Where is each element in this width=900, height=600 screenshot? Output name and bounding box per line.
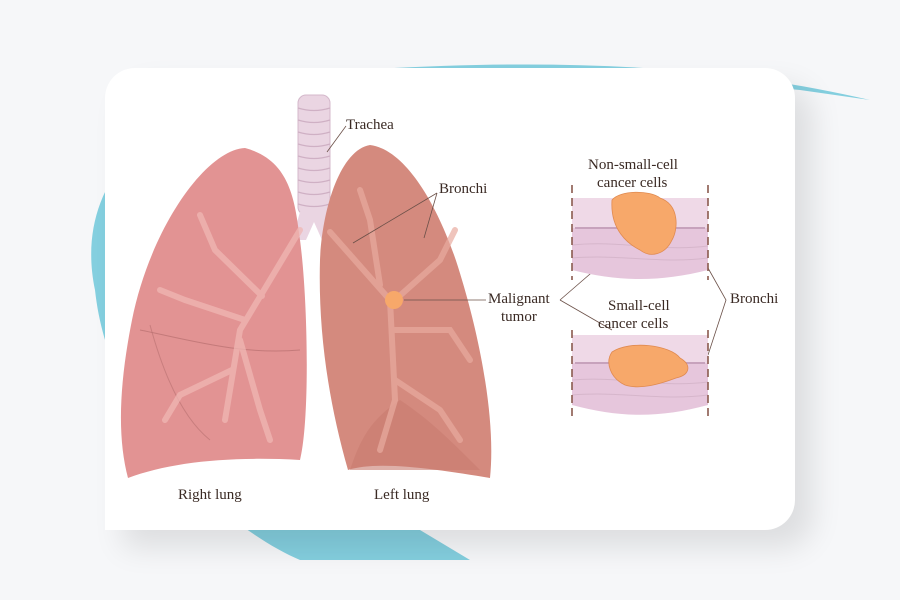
non-small-cell-label-line1: Non-small-cell xyxy=(588,157,678,173)
non-small-cell-section xyxy=(571,185,709,280)
right-lung-label: Right lung xyxy=(178,487,242,503)
malignant-tumor-label-line1: Malignant xyxy=(488,291,550,307)
trachea-label: Trachea xyxy=(346,117,394,133)
left-lung-label: Left lung xyxy=(374,487,430,503)
left-lung-shape xyxy=(319,145,492,478)
small-cell-label-line2: cancer cells xyxy=(598,316,669,332)
trachea-shape xyxy=(292,94,336,240)
non-small-cell-label-line2: cancer cells xyxy=(597,175,668,191)
small-cell-label-line1: Small-cell xyxy=(608,298,670,314)
small-cell-section xyxy=(571,330,709,420)
bronchi-lung-label: Bronchi xyxy=(439,181,488,197)
right-lung-shape xyxy=(120,148,307,478)
bronchi-section-label: Bronchi xyxy=(730,291,779,307)
malignant-tumor-dot xyxy=(385,291,403,309)
malignant-tumor-label-line2: tumor xyxy=(501,309,537,325)
